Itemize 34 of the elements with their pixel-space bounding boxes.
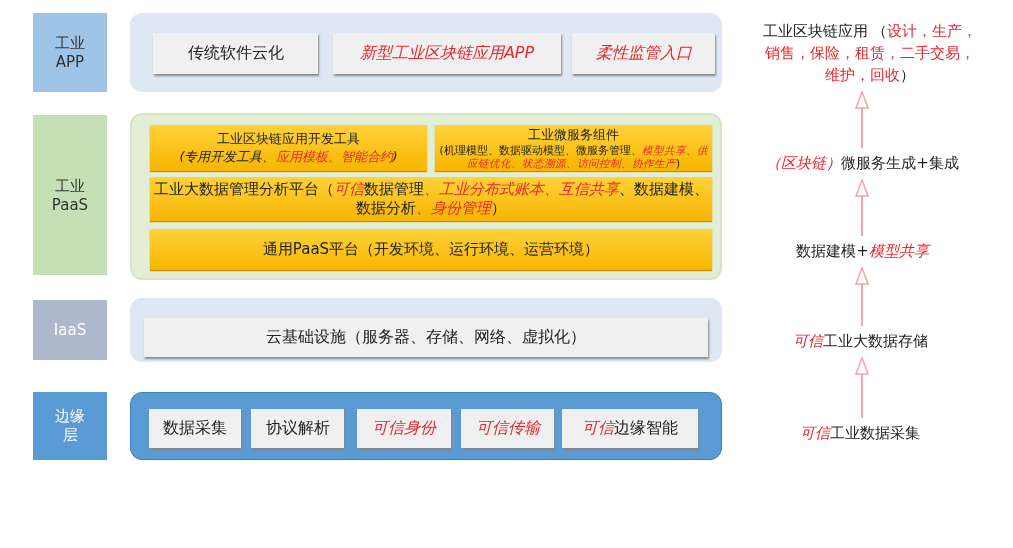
function-box: 协议解析 — [251, 409, 344, 448]
platform-box: 工业大数据管理分析平台（可信数据管理、工业分布式账本、互信共享、数据建模、数据分析、身份管理） — [150, 177, 712, 221]
function-box: 可信传输 — [461, 409, 554, 448]
arrow — [855, 267, 869, 327]
stage-text: 数据建模+模型共享 — [745, 238, 980, 264]
platform-box: 通用PaaS平台（开发环境、运行环境、运营环境） — [150, 229, 712, 270]
function-box: 可信身份 — [357, 409, 451, 448]
function-box: 新型工业区块链应用APP — [333, 33, 561, 74]
component-box — [435, 125, 712, 171]
layer-label: 工业 PaaS — [33, 115, 107, 275]
layer-panel — [130, 113, 722, 280]
function-box: 可信边缘智能 — [562, 409, 698, 448]
component-detail: (专用开发工具、应用模板、智能合约) — [179, 148, 398, 166]
layer-panel — [130, 392, 722, 460]
arrow — [855, 357, 869, 419]
stage-text: 可信工业大数据存储 — [760, 328, 960, 354]
stage-text: 可信工业数据采集 — [760, 420, 960, 446]
layer-label: IaaS — [33, 300, 107, 360]
layer-label: 工业 APP — [33, 13, 107, 92]
arrow — [855, 179, 869, 237]
function-box: 数据采集 — [149, 409, 241, 448]
layer-panel — [130, 13, 722, 92]
stage-text: 工业区块链应用 （设计，生产，销售，保险，租赁，二手交易，维护，回收） — [760, 18, 980, 88]
function-box: 传统软件云化 — [153, 33, 318, 74]
component-box — [150, 125, 427, 171]
component-title: 工业区块链应用开发工具 — [217, 130, 360, 148]
layer-panel — [130, 298, 722, 362]
function-box: 柔性监管入口 — [572, 33, 715, 74]
function-box: 云基础设施（服务器、存储、网络、虚拟化） — [144, 318, 708, 357]
stage-text: （区块链）微服务生成+集成 — [740, 150, 985, 176]
arrow — [855, 91, 869, 149]
component-detail: (机理模型、数据驱动模型、微服务管理、模型共享、供应链优化、状态溯源、访问控制、协作生产) — [438, 144, 709, 170]
component-title: 工业微服务组件 — [528, 126, 619, 144]
layer-label: 边缘层 — [33, 392, 107, 460]
